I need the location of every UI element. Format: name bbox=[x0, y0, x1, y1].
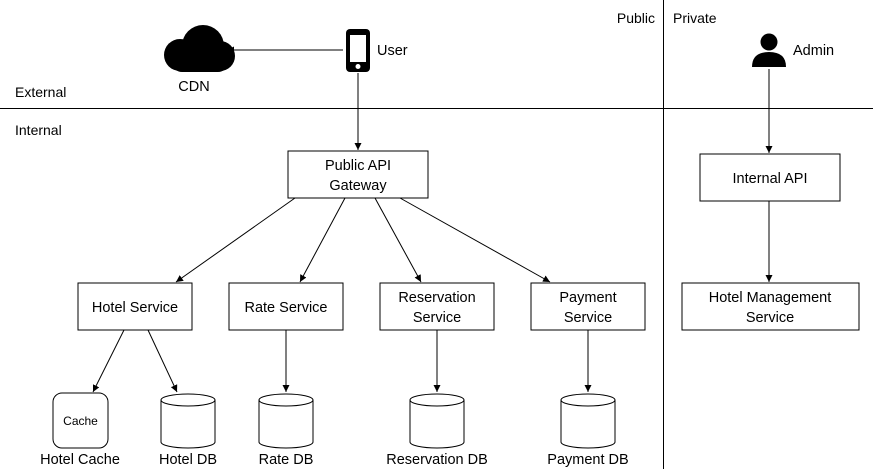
private-region-label: Private bbox=[673, 10, 717, 26]
hotel-service-box bbox=[77, 282, 193, 331]
hotel-service-label: Hotel Service bbox=[92, 300, 178, 316]
gateway-to-rate-service-arrow bbox=[299, 197, 346, 283]
hotel-management-service-label-line2: Service bbox=[746, 310, 794, 326]
phone-icon bbox=[346, 29, 370, 72]
gateway-to-hotel-service-arrow bbox=[175, 197, 296, 283]
payment-db-label: Payment DB bbox=[547, 452, 628, 468]
user-label: User bbox=[377, 43, 408, 59]
rate-db-label: Rate DB bbox=[259, 452, 314, 468]
internal-region-label: Internal bbox=[15, 122, 62, 138]
payment-db-cylinder bbox=[560, 393, 616, 449]
admin-label: Admin bbox=[793, 43, 834, 59]
public-api-gateway-label-line1: Public API bbox=[325, 158, 391, 174]
hotel-db-cylinder bbox=[160, 393, 216, 449]
internal-api-box bbox=[699, 153, 841, 202]
gateway-to-payment-service-arrow bbox=[399, 197, 551, 283]
cloud-icon bbox=[164, 25, 235, 72]
payment-service-label-line1: Payment bbox=[559, 290, 616, 306]
person-icon bbox=[752, 33, 786, 67]
reservation-service-label-line1: Reservation bbox=[398, 290, 475, 306]
cdn-label: CDN bbox=[178, 79, 209, 95]
gateway-to-reservation-service-arrow bbox=[374, 197, 422, 283]
rate-db-cylinder bbox=[258, 393, 314, 449]
payment-service-box bbox=[530, 282, 646, 331]
reservation-service-label-line2: Service bbox=[413, 310, 461, 326]
hotel-service-to-cache-arrow bbox=[92, 329, 125, 393]
hotel-service-to-hotel-db-arrow bbox=[147, 329, 178, 393]
hotel-db-label: Hotel DB bbox=[159, 452, 217, 468]
hotel-management-service-box bbox=[681, 282, 860, 331]
payment-service-label-line2: Service bbox=[564, 310, 612, 326]
internal-api-label: Internal API bbox=[733, 171, 808, 187]
hotel-cache-inner-label: Cache bbox=[63, 414, 98, 428]
reservation-db-label: Reservation DB bbox=[386, 452, 488, 468]
public-api-gateway-box bbox=[287, 150, 429, 199]
public-region-label: Public bbox=[617, 10, 655, 26]
rate-service-label: Rate Service bbox=[244, 300, 327, 316]
reservation-db-cylinder bbox=[409, 393, 465, 449]
rate-service-box bbox=[228, 282, 344, 331]
hotel-management-service-label-line1: Hotel Management bbox=[709, 290, 832, 306]
hotel-cache-label: Hotel Cache bbox=[40, 452, 120, 468]
hotel-cache-shape bbox=[52, 392, 109, 449]
public-api-gateway-label-line2: Gateway bbox=[329, 178, 387, 194]
external-region-label: External bbox=[15, 84, 66, 100]
